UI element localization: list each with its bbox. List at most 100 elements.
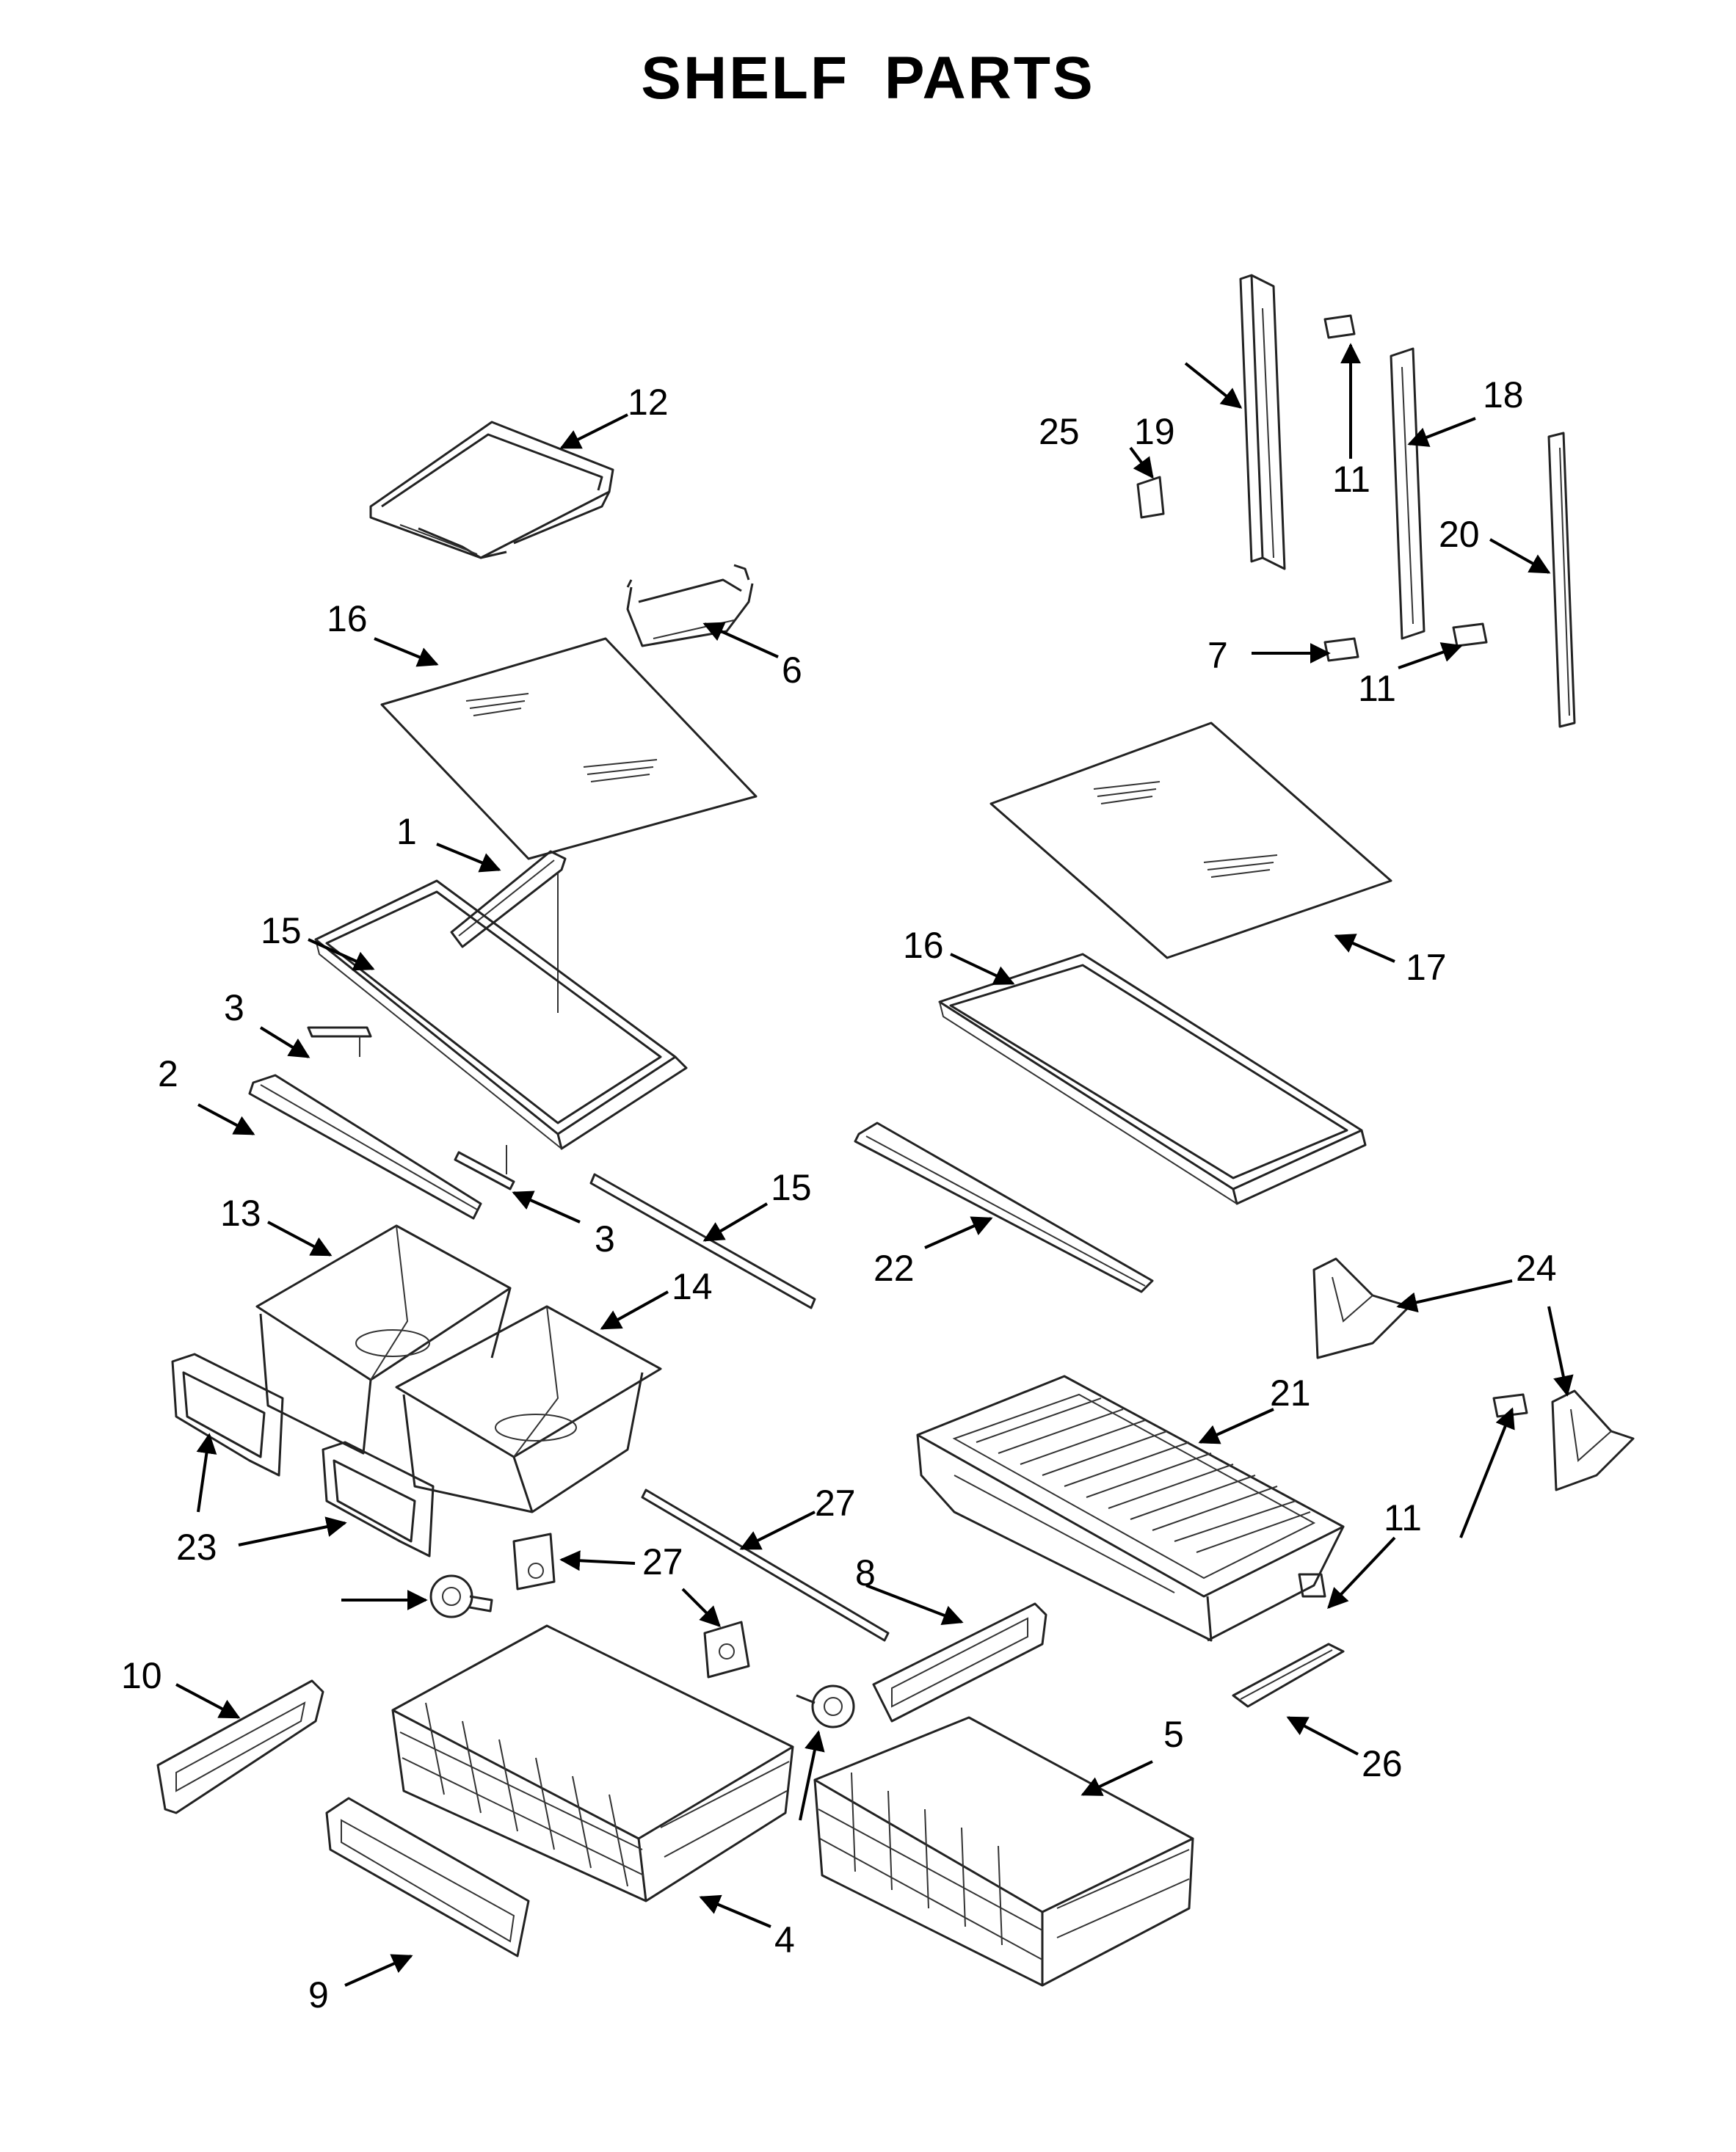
leader-20	[924, 1216, 993, 1249]
leader-15a	[308, 938, 375, 971]
leader-26b	[681, 1588, 721, 1627]
part-1-shelf-trim	[450, 850, 567, 1013]
leader-24	[1286, 1716, 1359, 1756]
leader-13a	[267, 1221, 333, 1257]
leader-22a	[1396, 1279, 1513, 1313]
callout-11a: 11	[1332, 459, 1370, 500]
leader-17	[1407, 417, 1476, 447]
callout-26: 27	[642, 1541, 683, 1582]
leader-4	[699, 1894, 771, 1928]
leader-25	[739, 1511, 816, 1550]
part-26-housings	[512, 1533, 750, 1679]
leader-10	[175, 1683, 241, 1719]
part-13-crisper-drawer-left	[255, 1224, 512, 1455]
part-16-glass-shelf-left	[380, 637, 758, 860]
tray-ribs	[976, 1397, 1311, 1553]
leader-27b	[799, 1730, 825, 1821]
callout-2: 2	[158, 1053, 178, 1094]
leader-2	[197, 1103, 255, 1135]
leader-12	[559, 413, 628, 449]
part-15-shelf-frame-right	[938, 953, 1367, 1205]
callout-14: 15	[771, 1167, 812, 1208]
leader-9	[344, 1954, 413, 1987]
callout-3a: 3	[224, 987, 244, 1028]
callout-13b: 14	[672, 1266, 713, 1307]
part-12-slide-shelf	[369, 421, 614, 559]
part-13-crisper-drawer-right	[395, 1305, 662, 1513]
callout-20: 22	[874, 1248, 915, 1289]
callout-11d: 11	[1384, 1497, 1422, 1538]
callout-25: 27	[815, 1483, 856, 1524]
part-19-freezer-tray	[916, 1375, 1345, 1642]
callout-15a: 15	[261, 910, 302, 951]
leader-6	[702, 622, 779, 658]
leader-18a	[1184, 362, 1243, 409]
part-drawings	[156, 274, 1635, 1987]
callout-21: 23	[176, 1527, 217, 1568]
callout-18b: 20	[1439, 514, 1480, 555]
leader-15b	[950, 953, 1015, 985]
leader-19	[1198, 1408, 1274, 1444]
callout-17: 18	[1483, 374, 1524, 415]
leader-1	[436, 843, 501, 873]
part-8-basket-end	[872, 1602, 1047, 1723]
leader-3a	[259, 1026, 310, 1058]
part-14-rod	[589, 1173, 816, 1309]
part-17-rail-center	[1390, 347, 1426, 640]
leader-26a	[559, 1550, 636, 1571]
callout-9: 9	[308, 1974, 329, 2015]
leader-16a	[374, 637, 439, 667]
callout-1: 1	[396, 811, 417, 852]
callout-11b: 11	[1358, 668, 1396, 709]
part-21-drawer-fronts	[171, 1353, 435, 1557]
part-6-wire-bracket	[626, 564, 754, 647]
callout-13a: 13	[220, 1193, 261, 1234]
callout-23: 25	[1039, 411, 1080, 452]
callout-15b: 16	[903, 925, 944, 966]
basket-5-wires	[818, 1772, 1190, 1960]
leader-18b	[1489, 538, 1551, 574]
leader-11b	[1398, 642, 1463, 669]
callout-19: 21	[1270, 1373, 1311, 1414]
callout-6: 6	[782, 650, 802, 691]
leader-23	[1129, 446, 1154, 479]
callout-22: 24	[1516, 1248, 1557, 1289]
callout-3b: 3	[595, 1218, 615, 1259]
callout-18a: 19	[1134, 411, 1175, 452]
leader-21b	[238, 1516, 347, 1546]
part-3-clips	[307, 1026, 515, 1190]
part-2-front-trim	[248, 1074, 482, 1220]
leader-14	[702, 1202, 769, 1242]
callout-24: 26	[1362, 1743, 1403, 1784]
leader-3b	[512, 1190, 581, 1224]
part-18-rail-left	[1239, 274, 1286, 570]
part-10-basket-end	[156, 1679, 324, 1814]
part-20-trim	[854, 1122, 1154, 1293]
part-22-brackets	[1312, 1257, 1635, 1491]
callout-5: 5	[1163, 1714, 1184, 1755]
part-15-shelf-frame-left	[314, 879, 688, 1150]
callout-16a: 16	[327, 598, 368, 639]
callout-7: 7	[1207, 635, 1228, 676]
part-25-rod	[641, 1488, 890, 1642]
callout-12: 12	[628, 382, 669, 423]
part-23-clip	[1136, 476, 1165, 519]
part-5-wire-basket	[813, 1716, 1194, 1987]
part-9-basket-front	[325, 1797, 530, 1957]
leader-5	[1081, 1760, 1153, 1796]
part-27-gears	[429, 1574, 855, 1728]
leader-22b	[1547, 1306, 1574, 1397]
basket-4-wires	[399, 1702, 790, 1887]
leader-13b	[600, 1290, 669, 1330]
leader-arrows	[175, 343, 1574, 1987]
callout-8: 8	[855, 1552, 876, 1593]
leader-11d	[1327, 1536, 1396, 1610]
leader-21a	[196, 1433, 217, 1513]
part-16-glass-shelf-right	[989, 721, 1392, 959]
leader-11c	[1459, 1407, 1515, 1538]
callout-10: 10	[121, 1655, 162, 1696]
callout-16b: 17	[1406, 947, 1447, 988]
part-18-rail-right	[1547, 432, 1576, 728]
page-title: SHELF PARTS	[641, 45, 1095, 112]
